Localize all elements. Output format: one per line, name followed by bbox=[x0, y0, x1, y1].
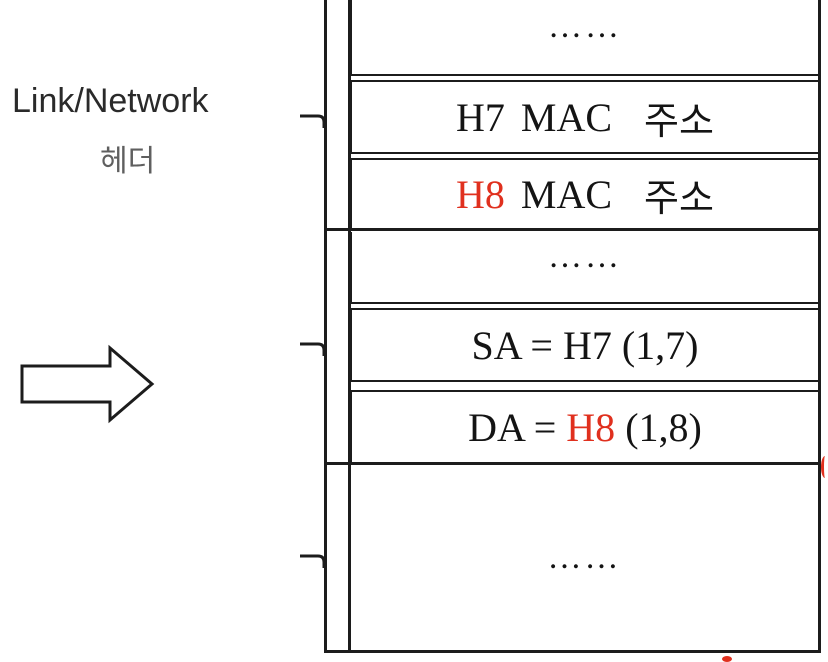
row-network-dots: …… bbox=[350, 232, 820, 304]
destination-address-highlight: H8 bbox=[566, 404, 616, 450]
row-h7-mac: H7 MAC 주소 bbox=[350, 80, 820, 154]
red-mark-decoration bbox=[722, 656, 732, 662]
row-h7-prefix: H7 bbox=[456, 94, 505, 140]
row-destination-address: DA = H8 (1,8) bbox=[350, 390, 820, 464]
destination-address-suffix: (1,8) bbox=[615, 404, 702, 450]
header-label-title: Link/Network bbox=[12, 82, 209, 120]
ellipsis-text: …… bbox=[548, 8, 622, 45]
row-h8-text: MAC bbox=[520, 171, 613, 217]
row-h7-text: MAC bbox=[520, 94, 613, 140]
destination-address-prefix: DA = bbox=[468, 404, 567, 450]
row-link-dots: …… bbox=[350, 0, 820, 76]
right-arrow-icon bbox=[20, 344, 156, 429]
frame-left-line-outer bbox=[324, 0, 327, 652]
ellipsis-text: …… bbox=[548, 238, 622, 275]
ellipsis-text: …… bbox=[547, 538, 622, 576]
left-brace-icon bbox=[298, 112, 328, 130]
payload-area: …… bbox=[351, 465, 818, 650]
frame-bottom-line bbox=[324, 650, 821, 653]
row-h8-prefix: H8 bbox=[456, 171, 505, 217]
source-address-text: SA = H7 (1,7) bbox=[471, 322, 699, 368]
row-h8-mac: H8 MAC 주소 bbox=[350, 158, 820, 230]
frame-left-line-inner bbox=[348, 0, 351, 652]
row-h7-suffix: 주소 bbox=[644, 98, 714, 143]
left-brace-icon bbox=[298, 340, 328, 358]
left-brace-icon bbox=[298, 552, 328, 570]
row-h8-suffix: 주소 bbox=[644, 175, 714, 220]
red-mark-decoration bbox=[821, 456, 828, 478]
header-label-subtitle: 헤더 bbox=[100, 145, 156, 178]
row-source-address: SA = H7 (1,7) bbox=[350, 308, 820, 382]
